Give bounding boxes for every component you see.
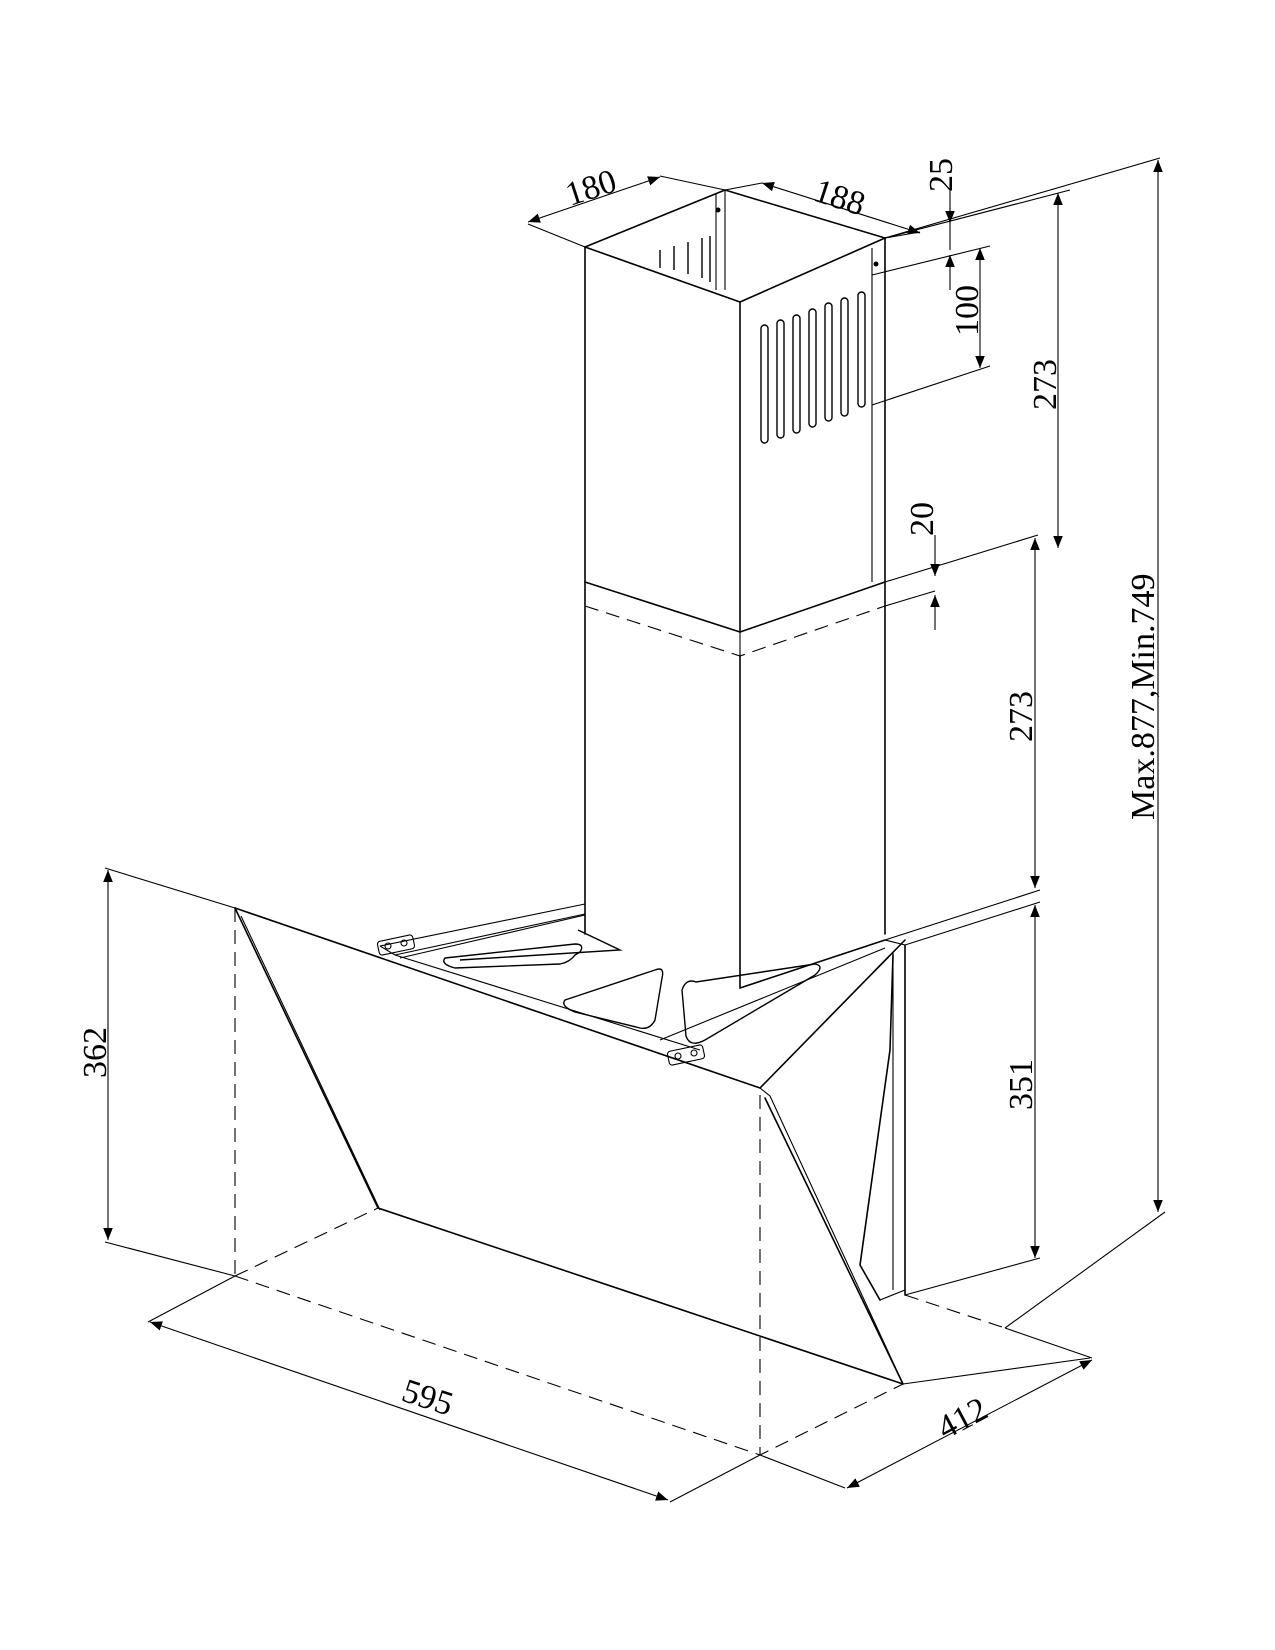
- dimension-top-offset: 25: [884, 157, 1161, 290]
- dim-text-362: 362: [77, 1027, 114, 1078]
- mounting-bracket-right: [666, 1044, 706, 1066]
- dim-text-188: 188: [810, 172, 870, 223]
- dimension-hood-front-height: 362: [77, 867, 236, 1277]
- dimension-total-height: Max.877,Min.749: [1004, 160, 1166, 1329]
- hood-body: [234, 907, 1006, 1456]
- dimension-chimney-depth: 180: [527, 163, 726, 248]
- dimension-hood-width: 595: [147, 1275, 761, 1503]
- dim-text-180: 180: [561, 163, 621, 214]
- dim-text-273-upper: 273: [1027, 359, 1064, 410]
- dim-text-25: 25: [923, 158, 960, 192]
- dimension-hood-back-height: 351: [904, 901, 1041, 1296]
- chimney-lower-section: [584, 581, 886, 989]
- dimension-lower-chimney: 273: [884, 538, 1041, 941]
- dim-text-595: 595: [398, 1372, 458, 1423]
- dim-text-351: 351: [1003, 1059, 1040, 1110]
- dim-text-total-height: Max.877,Min.749: [1125, 574, 1162, 821]
- vent-slots-back: [659, 236, 711, 282]
- hood-top-plate: [234, 903, 906, 1089]
- dim-text-100: 100: [949, 285, 986, 336]
- dimension-chimney-width: 188: [724, 172, 921, 239]
- vent-slots-front: [760, 291, 866, 444]
- dimension-overlap: 20: [884, 502, 1039, 630]
- mounting-bracket-left: [376, 934, 416, 956]
- dimension-vent-height: 100: [871, 245, 991, 406]
- chimney-upper-section: [584, 189, 886, 657]
- dim-text-20: 20: [904, 502, 941, 536]
- dimension-upper-chimney: 273: [884, 189, 1071, 548]
- dim-text-273-lower: 273: [1003, 691, 1040, 742]
